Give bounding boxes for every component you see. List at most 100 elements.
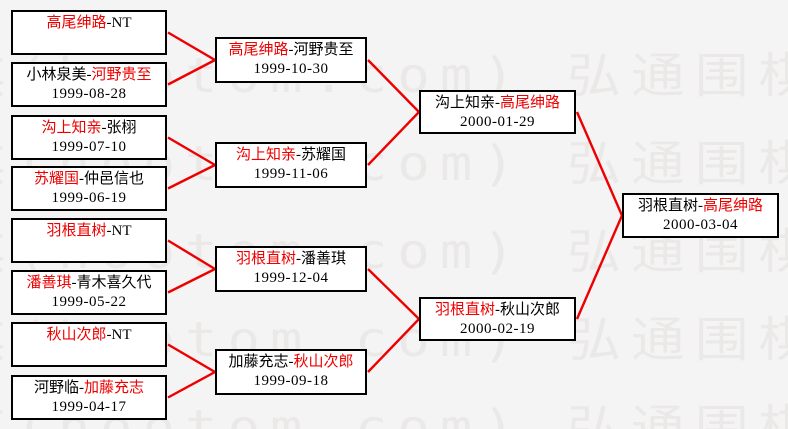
match-players: 羽根直树-潘善琪	[217, 250, 365, 269]
connector-line	[167, 163, 216, 190]
match-players: 河野临-加藤充志	[13, 379, 165, 398]
player-separator: -	[296, 251, 301, 267]
player1-name: 羽根直树	[46, 223, 107, 239]
match-date: 2000-03-04	[663, 217, 738, 233]
match-players: 加藤充志-秋山次郎	[217, 353, 365, 372]
player1-name: 河野临	[33, 380, 79, 396]
connector-line	[167, 31, 216, 62]
player1-name: 羽根直树	[434, 302, 495, 318]
player1-name: 高尾绅路	[228, 42, 289, 58]
player-separator: -	[495, 302, 500, 318]
connector-line	[367, 111, 420, 166]
match-players: 羽根直树-NT	[13, 222, 165, 241]
player1-name: 苏耀国	[33, 171, 79, 187]
match-box-round-1-1: 高尾绅路-NT	[11, 10, 167, 55]
player2-name: 仲邑信也	[84, 171, 145, 187]
match-date: 1999-05-22	[51, 294, 127, 310]
player-separator: -	[288, 354, 294, 370]
match-date	[13, 241, 165, 260]
player-separator: -	[296, 147, 301, 163]
player2-name: 秋山次郎	[293, 354, 354, 370]
match-players: 高尾绅路-NT	[13, 14, 165, 33]
player1-name: 小林泉美	[26, 67, 87, 83]
match-players: 潘善琪-青木喜久代	[13, 274, 165, 293]
connector-line	[367, 318, 420, 373]
match-date: 1999-09-18	[253, 373, 329, 389]
player-separator: -	[288, 42, 294, 58]
connector-line	[575, 215, 624, 320]
match-date: 1999-04-17	[51, 399, 127, 415]
match-box-round-2-2: 沟上知亲-苏耀国 1999-11-06	[215, 142, 367, 188]
match-date: 1999-11-06	[253, 166, 329, 182]
player2-name: 河野贵至	[293, 42, 354, 58]
player1-name: 沟上知亲	[434, 95, 495, 111]
connector-line	[575, 111, 624, 216]
match-box-round-1-5: 羽根直树-NT	[11, 218, 167, 263]
player1-name: 沟上知亲	[41, 120, 102, 136]
player2-name: 青木喜久代	[76, 275, 152, 291]
match-date	[13, 33, 165, 52]
match-players: 小林泉美-河野贵至	[13, 66, 165, 85]
connector-line	[167, 267, 216, 294]
match-date: 2000-02-19	[460, 321, 535, 337]
player1-name: 加藤充志	[228, 354, 289, 370]
player2-name: NT	[111, 327, 132, 343]
connector-line	[167, 343, 216, 374]
player2-name: 高尾绅路	[703, 198, 764, 214]
player2-name: 张栩	[106, 120, 137, 136]
connector-line	[167, 58, 216, 86]
match-box-round-2-1: 高尾绅路-河野贵至 1999-10-30	[215, 37, 367, 83]
match-players: 沟上知亲-高尾绅路	[421, 94, 574, 113]
player-separator: -	[79, 380, 84, 396]
player2-name: 潘善琪	[301, 251, 347, 267]
match-date	[13, 345, 165, 364]
connector-line	[167, 370, 216, 399]
match-players: 秋山次郎-NT	[13, 326, 165, 345]
match-players: 沟上知亲-张栩	[13, 119, 165, 138]
player2-name: 高尾绅路	[500, 95, 561, 111]
player1-name: 秋山次郎	[46, 327, 107, 343]
player-separator: -	[79, 171, 84, 187]
connector-line	[167, 136, 216, 167]
match-players: 苏耀国-仲邑信也	[13, 170, 165, 189]
match-date: 1999-06-19	[51, 190, 127, 206]
player-separator: -	[101, 120, 107, 136]
player-separator: -	[106, 223, 112, 239]
player2-name: 加藤充志	[84, 380, 145, 396]
player1-name: 羽根直树	[637, 198, 698, 214]
connector-line	[367, 268, 420, 320]
player-separator: -	[698, 198, 703, 214]
match-date: 1999-08-28	[51, 86, 127, 102]
player2-name: NT	[111, 223, 132, 239]
player-separator: -	[495, 95, 500, 111]
player2-name: 苏耀国	[301, 147, 347, 163]
match-date: 1999-12-04	[253, 270, 329, 286]
player2-name: NT	[111, 15, 132, 31]
match-players: 羽根直树-高尾绅路	[624, 197, 777, 216]
player-separator: -	[106, 15, 112, 31]
player-separator: -	[86, 67, 92, 83]
connector-line	[367, 59, 420, 113]
player1-name: 羽根直树	[235, 251, 296, 267]
player-separator: -	[106, 327, 112, 343]
player-separator: -	[71, 275, 77, 291]
player1-name: 潘善琪	[26, 275, 72, 291]
player1-name: 高尾绅路	[46, 15, 107, 31]
match-date: 1999-07-10	[51, 139, 127, 155]
player2-name: 河野贵至	[91, 67, 152, 83]
player2-name: 秋山次郎	[500, 302, 561, 318]
match-date: 1999-10-30	[253, 61, 329, 77]
match-players: 羽根直树-秋山次郎	[421, 301, 574, 320]
player1-name: 沟上知亲	[235, 147, 296, 163]
